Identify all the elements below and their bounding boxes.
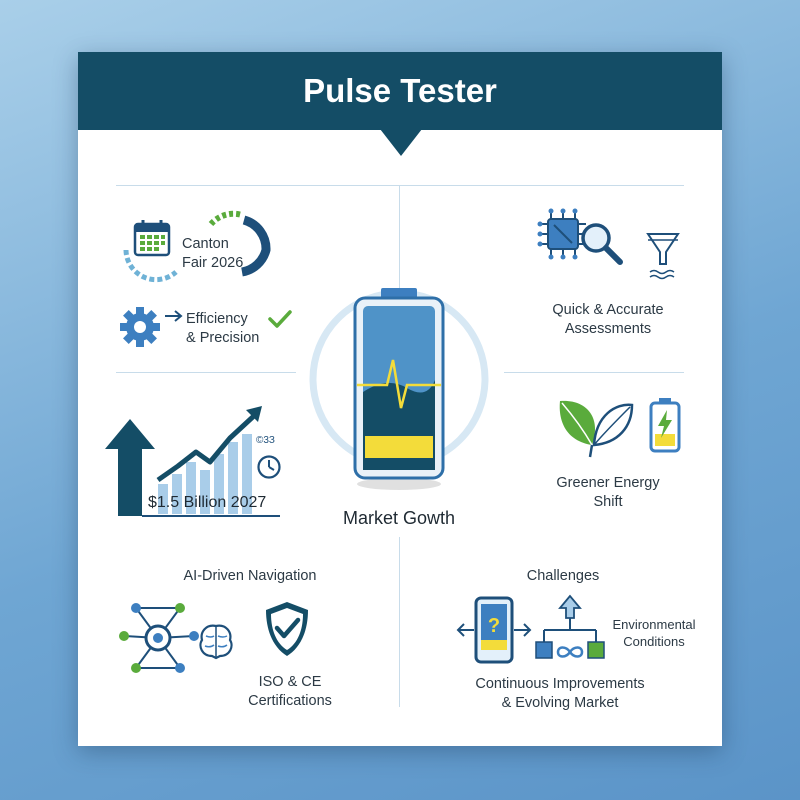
- greener-energy-label: Greener Energy Shift: [528, 474, 688, 512]
- svg-text:?: ?: [488, 615, 500, 637]
- canton-fair-label: Canton Fair 2026: [182, 235, 243, 273]
- assessments-line1: Quick & Accurate: [552, 302, 664, 318]
- badge-text: ©3З: [256, 435, 275, 446]
- shield-check-icon: [266, 602, 308, 656]
- market-value-label: $1.5 Billion 2027: [148, 494, 267, 511]
- environmental-line1: Environmental: [612, 617, 696, 632]
- hierarchy-icon: [535, 594, 605, 659]
- challenges-label: Challenges: [526, 568, 600, 584]
- header-pointer: [380, 129, 422, 156]
- assessments-line2: Assessments: [564, 321, 652, 337]
- progress-ring-icon: [123, 210, 271, 283]
- continuous-improvements-label: Continuous Improvements & Evolving Marke…: [460, 675, 660, 713]
- arrow-right-icon: [165, 310, 183, 322]
- divider-vertical-bottom: [399, 537, 400, 707]
- environmental-label: Environmental Conditions: [604, 616, 704, 650]
- calendar-icon: [133, 220, 171, 257]
- magnifier-icon: [581, 223, 623, 265]
- infinity-icon: [556, 646, 584, 658]
- page-title: Pulse Tester: [303, 72, 497, 109]
- greener-energy-line1: Greener Energy: [556, 475, 660, 491]
- battery-pulse-icon: [309, 288, 489, 490]
- brain-icon: [199, 624, 233, 660]
- growth-chart-icon: [105, 406, 280, 517]
- continuous-line2: & Evolving Market: [501, 695, 619, 711]
- ai-navigation-label: AI-Driven Navigation: [183, 568, 317, 584]
- infographic-card: Pulse Tester Canton Fair 2026: [78, 52, 722, 746]
- divider-middle-left: [116, 372, 296, 373]
- phone-question-icon: ?: [456, 596, 532, 664]
- iso-ce-line2: Certifications: [248, 693, 332, 709]
- circuit-chip-icon: [537, 208, 586, 260]
- header-bar: Pulse Tester: [78, 52, 722, 130]
- environmental-line2: Conditions: [623, 634, 685, 649]
- divider-middle-right: [504, 372, 684, 373]
- efficiency-label: Efficiency & Precision: [186, 310, 259, 348]
- assessments-label: Quick & Accurate Assessments: [528, 301, 688, 339]
- continuous-line1: Continuous Improvements: [475, 676, 645, 692]
- greener-energy-line2: Shift: [593, 494, 623, 510]
- leaf-icon: [559, 400, 634, 458]
- canton-fair-line1: Canton: [182, 236, 229, 252]
- checkmark-icon: [268, 310, 292, 328]
- iso-ce-label: ISO & CE Certifications: [230, 673, 350, 711]
- canton-fair-line2: Fair 2026: [182, 255, 244, 271]
- efficiency-line1: Efficiency: [186, 311, 248, 327]
- efficiency-line2: & Precision: [186, 330, 260, 346]
- center-caption: Market Gowth: [342, 508, 456, 528]
- iso-ce-line1: ISO & CE: [258, 674, 322, 690]
- divider-vertical-top: [399, 185, 400, 295]
- gear-icon: [120, 307, 160, 347]
- divider-top: [116, 185, 684, 186]
- clock-icon: [257, 455, 281, 479]
- network-icon: [119, 603, 199, 673]
- funnel-icon: [646, 233, 680, 280]
- battery-bolt-icon: [649, 398, 681, 453]
